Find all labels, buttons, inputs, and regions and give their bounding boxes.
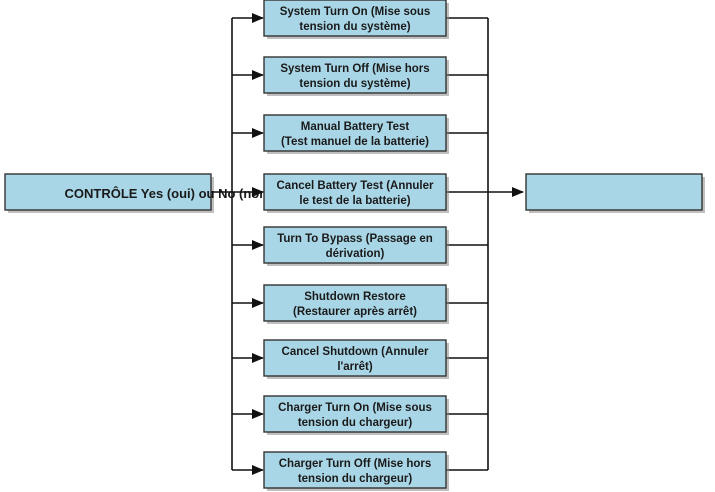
command-node-manual-battery-test: Manual Battery Test (Test manuel de la b…: [263, 114, 449, 154]
command-box: [263, 339, 447, 377]
command-label-line1: Manual Battery Test: [301, 121, 410, 133]
output-stubs: [446, 17, 488, 471]
command-label-line2: tension du chargeur): [298, 473, 413, 485]
command-label-line2: dérivation): [326, 248, 385, 260]
command-box: [263, 56, 447, 94]
command-label-line2: tension du système): [299, 21, 410, 33]
target-node: [525, 173, 705, 213]
command-label-line1: Shutdown Restore: [304, 291, 406, 303]
command-box: [263, 226, 447, 264]
branch-arrows: [232, 13, 264, 475]
command-label-line2: tension du système): [299, 78, 410, 90]
command-label-line2: tension du chargeur): [298, 417, 413, 429]
command-node-cancel-shutdown: Cancel Shutdown (Annuler l'arrêt): [263, 339, 449, 379]
command-node-charger-turn-on: Charger Turn On (Mise sous tension du ch…: [263, 395, 449, 435]
command-node-charger-turn-off: Charger Turn Off (Mise hors tension du c…: [263, 451, 449, 491]
command-label-line1: Turn To Bypass (Passage en: [277, 233, 433, 245]
command-label-line1: Cancel Shutdown (Annuler: [282, 346, 429, 358]
command-label-line1: Cancel Battery Test (Annuler: [277, 180, 435, 192]
command-box: [263, 114, 447, 152]
command-node-shutdown-restore: Shutdown Restore (Restaurer après arrêt): [263, 284, 449, 324]
command-label-line1: System Turn On (Mise sous: [280, 6, 431, 18]
command-label-line2: l'arrêt): [337, 361, 373, 373]
command-node-system-turn-off: System Turn Off (Mise hors tension du sy…: [263, 56, 449, 96]
command-node-system-turn-on: System Turn On (Mise sous tension du sys…: [263, 0, 449, 39]
source-node: CONTRÔLE Yes (oui) ou No (non): [4, 173, 272, 213]
command-label-line2: le test de la batterie): [299, 195, 410, 207]
source-box: [4, 173, 212, 211]
command-label-line1: Charger Turn On (Mise sous: [278, 402, 432, 414]
command-box: [263, 451, 447, 489]
source-label: CONTRÔLE Yes (oui) ou No (non): [64, 186, 271, 201]
command-label-line1: Charger Turn Off (Mise hors: [279, 458, 432, 470]
command-box: [263, 284, 447, 322]
command-label-line2: (Test manuel de la batterie): [281, 136, 429, 148]
command-box: [263, 0, 447, 37]
command-label-line2: (Restaurer après arrêt): [293, 306, 417, 318]
target-box: [525, 173, 703, 211]
command-box: [263, 395, 447, 433]
command-box: [263, 173, 447, 211]
command-node-turn-to-bypass: Turn To Bypass (Passage en dérivation): [263, 226, 449, 266]
command-node-cancel-battery-test: Cancel Battery Test (Annuler le test de …: [263, 173, 449, 213]
command-label-line1: System Turn Off (Mise hors: [280, 63, 429, 75]
